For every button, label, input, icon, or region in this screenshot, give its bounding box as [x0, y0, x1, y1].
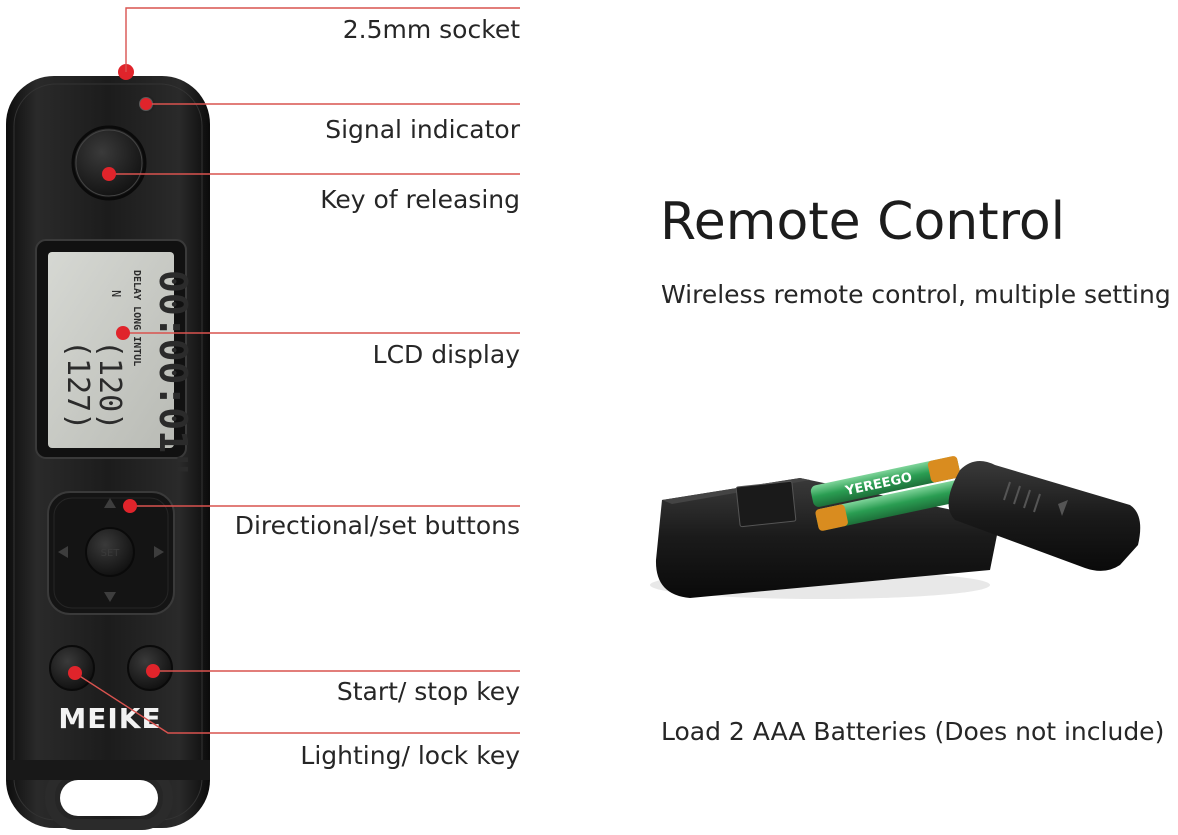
callout-dot-lighting: [68, 666, 82, 680]
callout-dot-release: [102, 167, 116, 181]
down-arrow-icon: [104, 592, 116, 602]
up-arrow-icon: [104, 498, 116, 508]
callout-line-lighting: [74, 672, 520, 734]
set-label: SET: [101, 548, 121, 559]
page-title: Remote Control: [660, 192, 1066, 252]
callout-label-directional: Directional/set buttons: [234, 511, 520, 540]
callout-label-signal: Signal indicator: [325, 115, 520, 144]
callout-line-socket: [125, 7, 520, 72]
callout-lines: [74, 7, 520, 734]
lcd-time: 00:00:01": [151, 270, 195, 476]
set-button[interactable]: [85, 527, 135, 577]
callout-dot-signal: [140, 98, 152, 110]
callout-label-start-stop: Start/ stop key: [336, 677, 520, 706]
callout-label-lighting: Lighting/ lock key: [300, 741, 520, 770]
callout-dot-directional: [123, 499, 137, 513]
callout-label-lcd: LCD display: [372, 340, 520, 369]
lcd-counter-b: (127): [60, 340, 95, 430]
battery-compartment-illustration: YEREEGO: [650, 456, 1141, 599]
lcd-n-label: N: [109, 290, 123, 297]
callout-dots: [68, 98, 160, 680]
callout-label-release: Key of releasing: [320, 185, 520, 214]
release-button[interactable]: [71, 125, 147, 201]
callout-label-socket: 2.5mm socket: [342, 15, 520, 44]
callout-dot-lcd: [116, 326, 130, 340]
right-arrow-icon: [154, 546, 164, 558]
subtitle: Wireless remote control, multiple settin…: [661, 280, 1171, 309]
left-arrow-icon: [58, 546, 68, 558]
brand-logo: MEIKE: [58, 702, 161, 735]
lcd-modes: DELAY LONG INTUL: [131, 270, 142, 366]
directional-pad[interactable]: SET: [47, 491, 175, 615]
callout-dot-start-stop: [146, 664, 160, 678]
lcd-display: 00:00:01" DELAY LONG INTUL N (120) (127): [35, 239, 195, 476]
battery-note: Load 2 AAA Batteries (Does not include): [661, 717, 1165, 746]
lcd-counter-a: (120): [92, 340, 127, 430]
